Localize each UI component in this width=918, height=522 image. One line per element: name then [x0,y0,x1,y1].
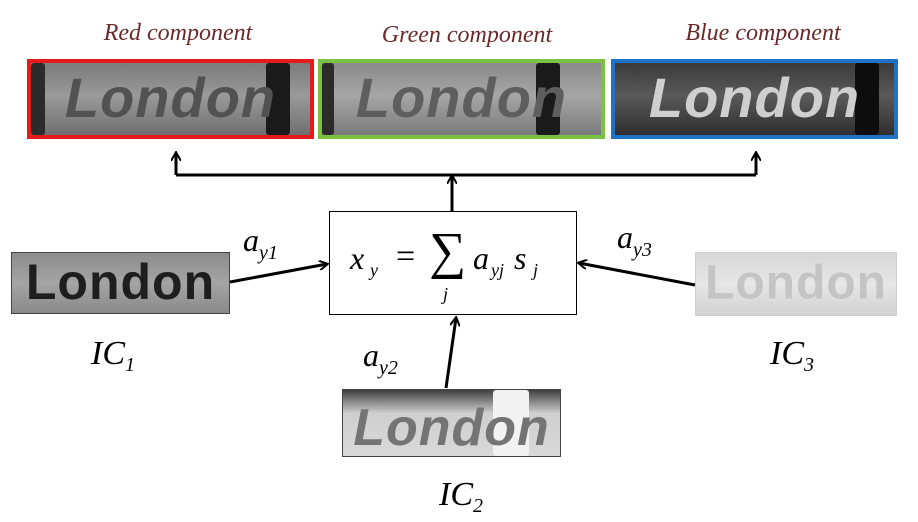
ic2-label-sub: 2 [473,495,483,517]
background-figure [493,390,529,456]
blue-component-word: London [648,66,861,130]
weight-label-a3: ay3 [617,221,652,260]
ic1-word: London [25,253,216,310]
eq-sum-sign: ∑ [429,223,467,280]
green-component-image: London [318,59,605,139]
ic1-label-sub: 1 [125,354,135,376]
weight-a2-main: a [363,337,379,373]
ic3-word: London [705,256,887,310]
weight-a3-main: a [617,219,633,255]
ic2-word: London [353,398,550,457]
weight-a2-sub: y2 [379,357,398,379]
ic1-image: London [11,252,230,314]
ic2-label: IC2 [439,476,483,517]
weight-a3-sub: y3 [633,239,652,261]
background-pole [322,63,334,135]
eq-coef-sub: yj [491,260,504,280]
eq-coef: a [473,240,489,276]
blue-component-title: Blue component [685,20,841,46]
weight-label-a1: ay1 [243,224,278,263]
background-pole [31,63,45,135]
blue-component-image: London [611,59,898,139]
weight-a1-main: a [243,222,259,258]
red-component-image: London [27,59,314,139]
arrow-from-ic3 [579,263,696,287]
red-component-title: Red component [103,20,253,46]
weight-a1-sub: y1 [259,242,278,264]
arrow-from-ic1 [229,264,327,284]
background-figure [536,63,560,135]
arrow-from-ic2 [444,318,456,389]
eq-equals: = [396,238,416,275]
red-component-word: London [64,66,277,130]
green-component-word: London [355,66,568,130]
eq-src: s [514,240,527,276]
background-figure [266,63,290,135]
green-component-title: Green component [381,22,553,48]
ic2-image: London [342,389,561,457]
weight-label-a2: ay2 [363,339,398,378]
ic3-label-main: IC [770,335,804,372]
background-figure [855,63,879,135]
ic3-label-sub: 3 [804,354,814,376]
ic3-image: London [695,252,897,316]
eq-lhs-var: x [350,240,365,276]
ic1-label-main: IC [91,335,125,372]
ic2-label-main: IC [439,476,473,513]
ic1-label: IC1 [91,335,135,376]
mixing-equation-box: x y = ∑ j a yj s j [329,211,577,315]
eq-lhs-sub: y [370,260,378,280]
eq-src-sub: j [533,260,539,280]
ic3-label: IC3 [770,335,814,376]
eq-sum-index: j [443,284,449,304]
